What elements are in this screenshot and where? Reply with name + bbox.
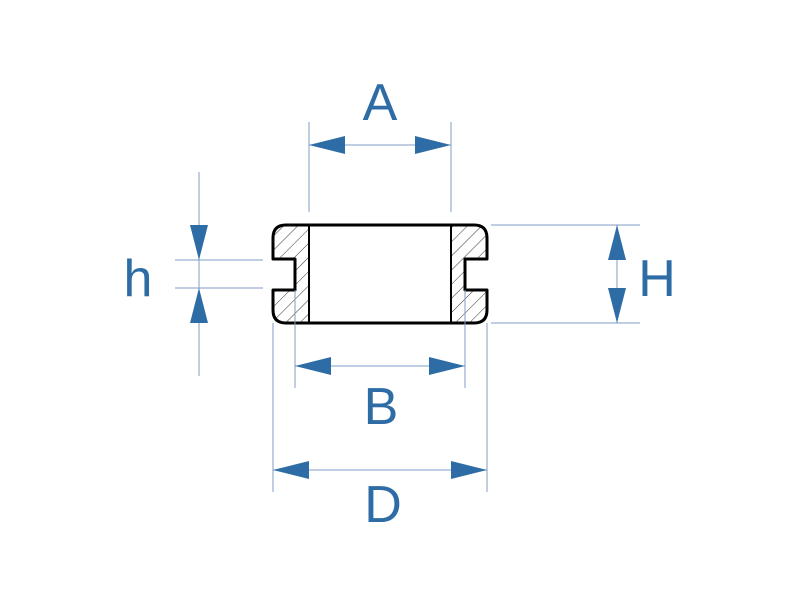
- label-H: H: [638, 250, 676, 308]
- label-B: B: [364, 378, 399, 436]
- arrow-down-icon: [608, 288, 626, 323]
- arrow-left-icon: [295, 357, 331, 375]
- dimension-B: B: [294, 290, 466, 436]
- arrow-down-icon: [190, 225, 208, 260]
- arrow-left-icon: [309, 136, 345, 154]
- label-A: A: [363, 74, 398, 132]
- arrow-left-icon: [273, 461, 309, 479]
- right-wall-hatch: [451, 226, 486, 322]
- dimension-A: A: [308, 74, 452, 212]
- arrow-right-icon: [451, 461, 487, 479]
- arrow-up-icon: [190, 288, 208, 323]
- left-wall-hatch: [274, 226, 309, 322]
- arrow-right-icon: [415, 136, 451, 154]
- arrow-right-icon: [429, 357, 465, 375]
- dimension-D: D: [272, 323, 488, 534]
- grommet-outline: [271, 223, 489, 325]
- dimension-h: h: [124, 172, 263, 376]
- arrow-up-icon: [608, 225, 626, 260]
- label-D: D: [364, 476, 402, 534]
- dimension-H: H: [491, 224, 676, 324]
- label-h: h: [124, 250, 153, 308]
- grommet-section: [271, 223, 489, 325]
